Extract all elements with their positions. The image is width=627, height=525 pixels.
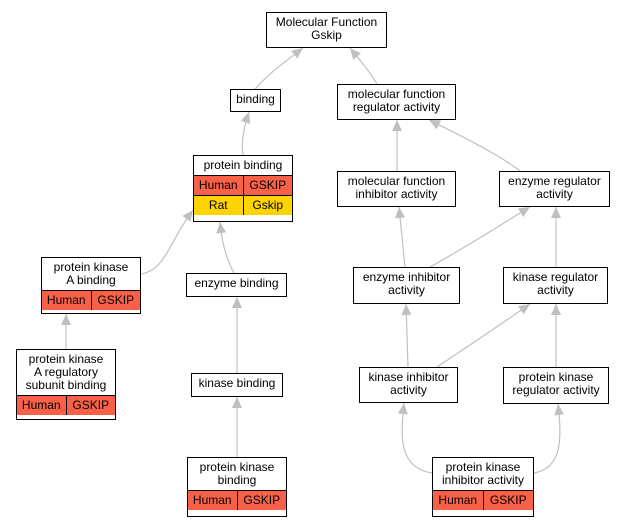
node-protein-binding[interactable]: protein binding Human GSKIP Rat Gskip xyxy=(193,155,293,222)
arrowhead-pka_binding-to-protein_binding xyxy=(182,210,193,222)
node-kinase-binding[interactable]: kinase binding xyxy=(191,373,283,397)
node-label: protein kinase binding xyxy=(199,460,275,487)
arrowhead-kra-to-era xyxy=(551,207,561,218)
edge-eia-to-era xyxy=(429,206,531,268)
arrowhead-protein_binding-to-binding xyxy=(240,112,251,124)
arrowhead-pkia-to-pkra xyxy=(554,404,565,416)
gene-cell: GSKIP xyxy=(65,396,116,415)
node-enzyme-binding[interactable]: enzyme binding xyxy=(186,273,287,297)
arrowhead-pkra-to-kra xyxy=(551,304,561,315)
node-label: kinase binding xyxy=(198,376,276,390)
annotation-row-human: Human GSKIP xyxy=(188,490,286,510)
species-cell: Human xyxy=(198,178,238,192)
arrowhead-pkia-to-kia xyxy=(397,403,408,415)
node-label: enzyme binding xyxy=(194,276,279,290)
node-label: enzyme inhibitor activity xyxy=(362,270,451,297)
arrowhead-kia-to-eia xyxy=(401,304,412,316)
annotation-row-human: Human GSKIP xyxy=(194,175,292,195)
arrowhead-eia-to-era xyxy=(518,207,530,217)
species-cell: Rat xyxy=(208,198,228,212)
node-protein-kinase-inhibitor-activity[interactable]: protein kinase inhibitor activity Human … xyxy=(432,457,534,517)
species-cell: Human xyxy=(46,293,86,307)
species-cell: Human xyxy=(192,493,232,507)
node-enzyme-regulator-activity[interactable]: enzyme regulator activity xyxy=(499,171,610,207)
species-cell: Human xyxy=(438,493,478,507)
node-enzyme-inhibitor-activity[interactable]: enzyme inhibitor activity xyxy=(353,267,460,304)
annotation-row-human: Human GSKIP xyxy=(17,395,115,415)
arrowhead-binding-to-root xyxy=(291,48,303,59)
node-label: protein binding xyxy=(203,158,283,172)
arrowhead-pka_reg-to-pka_binding xyxy=(61,314,71,325)
gene-cell: GSKIP xyxy=(90,291,141,310)
arrowhead-era-to-mfra xyxy=(429,120,442,130)
arrowhead-pk_binding-to-kinase_binding xyxy=(232,397,242,408)
node-label: protein kinase regulator activity xyxy=(512,370,600,397)
annotation-row-human: Human GSKIP xyxy=(433,490,533,510)
node-label: enzyme regulator activity xyxy=(508,174,601,201)
gene-cell: GSKIP xyxy=(482,491,534,510)
annotation-row-rat: Rat Gskip xyxy=(194,195,292,215)
species-cell: Human xyxy=(21,398,61,412)
node-protein-kinase-a-regulatory-subunit-binding[interactable]: protein kinase A regulatory subunit bind… xyxy=(16,349,116,420)
node-label: Molecular Function Gskip xyxy=(275,15,378,42)
gene-cell: Gskip xyxy=(242,196,293,215)
edge-era-to-mfra xyxy=(428,119,521,172)
node-molecular-function-gskip[interactable]: Molecular Function Gskip xyxy=(266,12,387,48)
annotation-row-human: Human GSKIP xyxy=(42,290,140,310)
arrowhead-enzyme_binding-to-protein_binding xyxy=(216,222,227,234)
node-label: protein kinase A binding xyxy=(53,260,129,287)
node-kinase-inhibitor-activity[interactable]: kinase inhibitor activity xyxy=(359,367,458,403)
gene-cell: GSKIP xyxy=(236,491,287,510)
node-molecular-function-regulator-activity[interactable]: molecular function regulator activity xyxy=(337,84,456,120)
node-binding[interactable]: binding xyxy=(230,89,281,112)
node-protein-kinase-a-binding[interactable]: protein kinase A binding Human GSKIP xyxy=(41,257,141,314)
node-label: kinase inhibitor activity xyxy=(368,370,449,397)
arrowhead-mfia-to-mfra xyxy=(392,120,402,131)
node-label: molecular function regulator activity xyxy=(347,87,446,114)
node-label: protein kinase A regulatory subunit bind… xyxy=(25,352,107,392)
node-label: molecular function inhibitor activity xyxy=(347,174,446,201)
arrowhead-kia-to-kra xyxy=(518,304,530,315)
node-label: kinase regulator activity xyxy=(512,270,599,297)
node-kinase-regulator-activity[interactable]: kinase regulator activity xyxy=(503,267,608,304)
arrowhead-kinase_binding-to-enzyme_binding xyxy=(232,297,242,308)
edge-pka_binding-to-protein_binding xyxy=(140,209,194,275)
node-label: protein kinase inhibitor activity xyxy=(441,460,525,487)
node-label: binding xyxy=(236,92,275,106)
arrowhead-eia-to-mfia xyxy=(395,207,406,219)
gene-cell: GSKIP xyxy=(242,176,293,195)
node-molecular-function-inhibitor-activity[interactable]: molecular function inhibitor activity xyxy=(337,171,456,207)
edge-kia-to-kra xyxy=(436,303,531,368)
node-protein-kinase-binding[interactable]: protein kinase binding Human GSKIP xyxy=(187,457,287,517)
node-protein-kinase-regulator-activity[interactable]: protein kinase regulator activity xyxy=(503,367,609,404)
arrowhead-mfra-to-root xyxy=(350,48,361,60)
